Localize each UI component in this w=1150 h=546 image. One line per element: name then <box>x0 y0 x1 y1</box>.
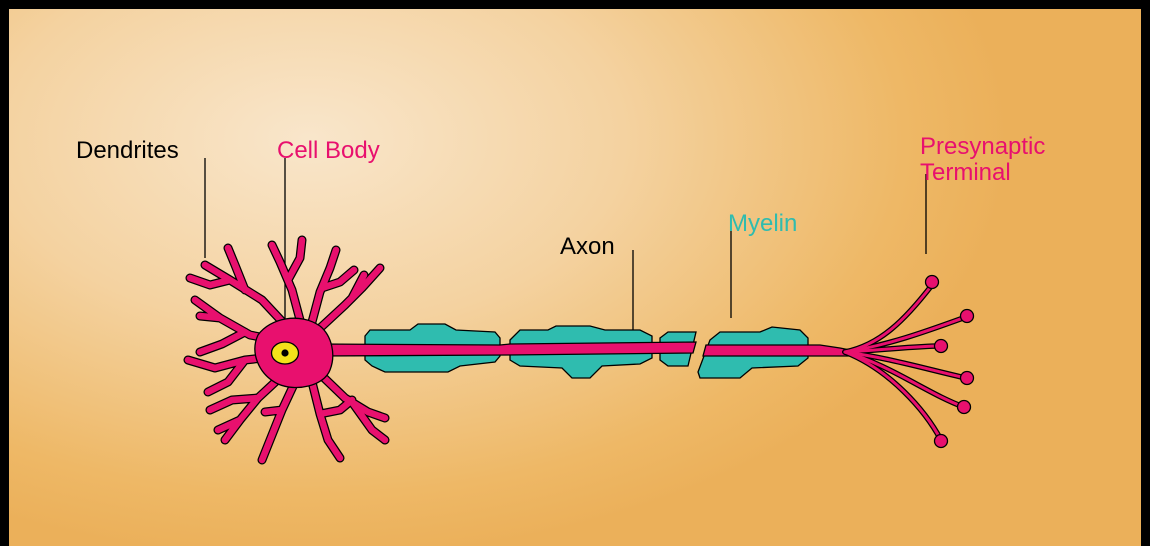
nucleolus <box>281 349 288 356</box>
myelin-label: Myelin <box>728 210 797 238</box>
diagram-panel: Dendrites Cell Body Axon Myelin Presynap… <box>9 9 1141 546</box>
synaptic-knob <box>961 310 974 323</box>
dendrites-label: Dendrites <box>76 137 179 165</box>
synaptic-knob <box>926 276 939 289</box>
presynaptic-terminal-label-line2: Terminal <box>920 159 1011 187</box>
synaptic-knob <box>935 340 948 353</box>
axon-shaft-right <box>703 345 850 356</box>
neuron-diagram <box>9 9 1141 546</box>
cell-body-label: Cell Body <box>277 137 380 165</box>
axon-shaft-left <box>320 342 696 356</box>
synaptic-knob <box>961 372 974 385</box>
synaptic-knob <box>958 401 971 414</box>
axon-label: Axon <box>560 233 615 261</box>
synaptic-knob <box>935 435 948 448</box>
presynaptic-terminal-label-line1: Presynaptic <box>920 133 1045 161</box>
